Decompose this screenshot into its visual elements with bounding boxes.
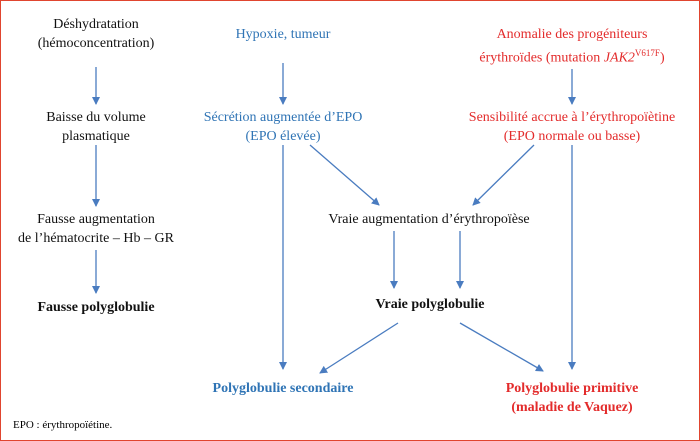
footnote: EPO : érythropoïétine.	[13, 419, 113, 431]
node-vraie-augmentation: Vraie augmentation d’érythropoïèse	[328, 210, 529, 229]
polyglobulie-primitive-line2: (maladie de Vaquez)	[511, 400, 633, 415]
anomalie-gene: JAK2	[603, 50, 635, 66]
anomalie-line2-prefix: érythroïdes (mutation	[479, 50, 604, 66]
polyglobulie-primitive-line1: Polyglobulie primitive	[505, 381, 639, 396]
anomalie-line1: Anomalie des progéniteurs	[496, 27, 648, 42]
fausse-polyglobulie-label: Fausse polyglobulie	[37, 300, 155, 315]
node-polyglobulie-secondaire: Polyglobulie secondaire	[213, 379, 354, 398]
sensibilite-line1: Sensibilité accrue à l’érythropoïètine	[468, 110, 676, 125]
node-hypoxie: Hypoxie, tumeur	[236, 25, 331, 44]
secretion-epo-line2: (EPO élevée)	[245, 129, 321, 144]
arrow-secretion-to-vraie-augmentation	[309, 144, 380, 206]
fausse-augmentation-line1: Fausse augmentation	[37, 212, 155, 227]
baisse-volume-line2: plasmatique	[62, 129, 130, 144]
node-vraie-polyglobulie: Vraie polyglobulie	[375, 295, 484, 314]
node-sensibilite: Sensibilité accrue à l’érythropoïètine (…	[469, 108, 675, 146]
hypoxie-label: Hypoxie, tumeur	[235, 27, 331, 42]
node-fausse-polyglobulie: Fausse polyglobulie	[37, 298, 154, 317]
vraie-augmentation-label: Vraie augmentation d’érythropoïèse	[328, 212, 530, 227]
anomalie-mutation: V617F	[634, 48, 660, 58]
arrow-sensibilite-to-vraie-augmentation	[472, 144, 535, 206]
anomalie-line2-suffix: )	[659, 50, 665, 66]
node-fausse-augmentation: Fausse augmentation de l’hématocrite – H…	[18, 210, 174, 248]
arrow-vraie-polyglobulie-to-primitive	[459, 322, 544, 372]
node-secretion-epo: Sécrétion augmentée d’EPO (EPO élevée)	[204, 108, 363, 146]
node-polyglobulie-primitive: Polyglobulie primitive (maladie de Vaque…	[506, 379, 639, 417]
baisse-volume-line1: Baisse du volume	[46, 110, 146, 125]
anomalie-line2: érythroïdes (mutation JAK2V617F)	[479, 44, 664, 68]
node-anomalie: Anomalie des progéniteurs érythroïdes (m…	[479, 25, 664, 68]
deshydratation-line1: Déshydratation	[53, 17, 139, 32]
secretion-epo-line1: Sécrétion augmentée d’EPO	[203, 110, 363, 125]
node-deshydratation: Déshydratation (hémoconcentration)	[38, 15, 155, 53]
vraie-polyglobulie-label: Vraie polyglobulie	[375, 297, 485, 312]
arrow-vraie-polyglobulie-to-secondaire	[319, 322, 399, 374]
polyglobulie-secondaire-label: Polyglobulie secondaire	[212, 381, 354, 396]
node-baisse-volume: Baisse du volume plasmatique	[46, 108, 146, 146]
fausse-augmentation-line2: de l’hématocrite – Hb – GR	[18, 231, 174, 246]
sensibilite-line2: (EPO normale ou basse)	[503, 129, 641, 144]
deshydratation-line2: (hémoconcentration)	[37, 36, 155, 51]
